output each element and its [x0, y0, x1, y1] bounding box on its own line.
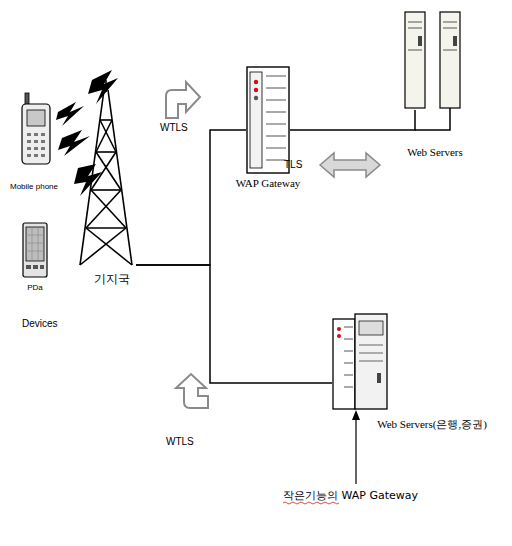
bank-web-server: Web Servers(은행,증권)	[332, 313, 388, 410]
node-label: 기지국	[94, 273, 130, 286]
server-leg	[415, 108, 450, 130]
base-station-tower-drawing	[76, 80, 136, 265]
node-label: PDa	[27, 284, 43, 293]
wtls-arrow	[176, 374, 208, 408]
node-label: Mobile phone	[10, 183, 58, 192]
web-server-pair-drawing	[400, 10, 465, 110]
wtls-arrow	[166, 82, 200, 118]
mobile-phone-icon: Mobile phone	[20, 93, 52, 165]
wap-gateway-server-drawing	[246, 66, 290, 174]
annotation-label: TLS	[284, 159, 302, 170]
annotation-label: 작은기능의 WAP Gateway	[283, 490, 418, 502]
bank-web-server-drawing	[332, 313, 388, 410]
leader-line	[355, 416, 356, 484]
annotation-label: WTLS	[160, 122, 188, 133]
spellcheck-squiggle	[283, 502, 339, 504]
network-line	[290, 110, 415, 130]
web-server-pair: Web Servers	[400, 10, 465, 110]
leader-arrowhead	[352, 410, 360, 420]
annotation-label: WTLS	[166, 436, 194, 447]
node-label: Web Servers	[407, 146, 463, 158]
mobile-phone-icon-drawing	[20, 93, 52, 165]
pda-icon-drawing	[22, 222, 48, 278]
network-line	[136, 130, 246, 265]
base-station-tower: 기지국	[76, 80, 136, 265]
tls-arrow	[320, 153, 380, 177]
node-label: Web Servers(은행,증권)	[377, 418, 487, 430]
lightning-bolt	[56, 102, 84, 126]
node-label: WAP Gateway	[236, 177, 301, 189]
pda-icon: PDa	[22, 222, 48, 278]
network-line	[136, 265, 332, 383]
wap-gateway-server: WAP Gateway	[246, 66, 290, 174]
annotation-label: Devices	[22, 318, 58, 329]
lightning-bolt	[58, 130, 90, 156]
